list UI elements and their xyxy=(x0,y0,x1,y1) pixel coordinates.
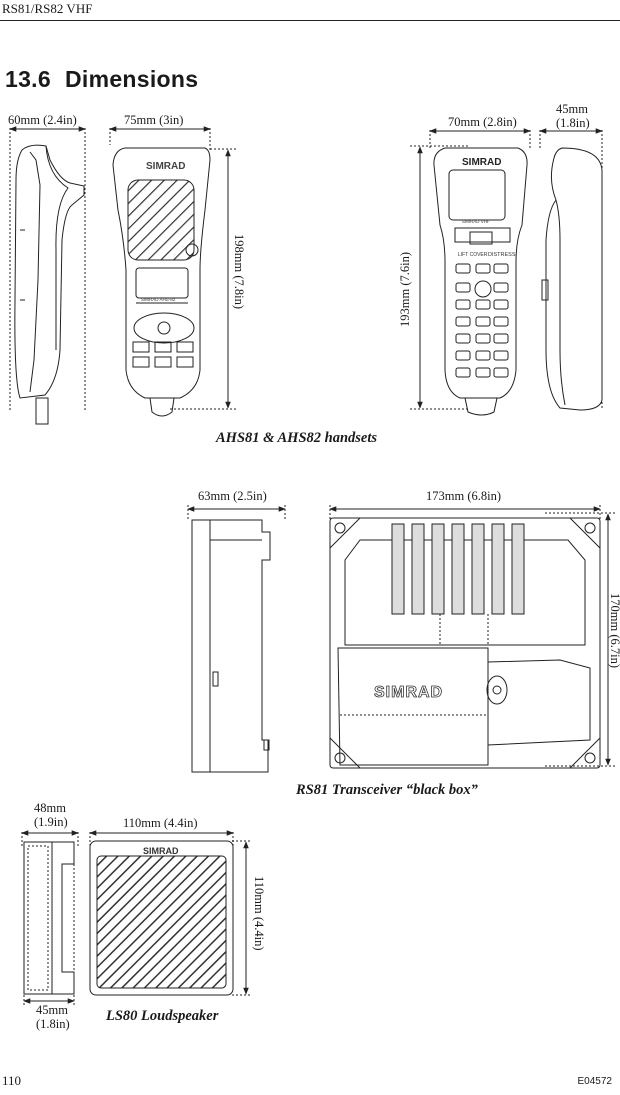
dim-loudspeaker-depth-top-a: 48mm xyxy=(34,801,66,815)
loudspeaker-brand-text: SIMRAD xyxy=(143,846,179,856)
transceiver-brand-text: SIMRAD xyxy=(374,684,443,701)
dim-handset-right-side-depth-b: (1.8in) xyxy=(556,116,590,130)
page-header: RS81/RS82 VHF xyxy=(0,0,620,21)
dim-loudspeaker-depth-bottom-a: 45mm xyxy=(36,1003,68,1017)
loudspeaker-front-view xyxy=(89,830,252,996)
dim-handset-right-front-width: 70mm (2.8in) xyxy=(448,115,517,129)
transceiver-front-view xyxy=(329,505,615,769)
transceiver-side-view xyxy=(187,505,286,773)
handset-right-side-view xyxy=(539,128,603,411)
loudspeaker-caption: LS80 Loudspeaker xyxy=(106,1008,219,1024)
handset-right-front-view xyxy=(410,128,531,416)
handset-left-model-text: SIMRAD AHS-82 xyxy=(141,297,176,302)
handset-left-brand-text: SIMRAD xyxy=(146,161,185,172)
handset-left-side-view xyxy=(9,126,86,425)
handsets-caption: AHS81 & AHS82 handsets xyxy=(216,430,378,446)
manual-title: RS81/RS82 VHF xyxy=(2,1,93,16)
loudspeaker-side-view xyxy=(21,830,79,1005)
handset-right-distress-text: DISTRESS xyxy=(488,252,516,258)
handset-right-lift-cover-text: LIFT COVER xyxy=(458,252,488,258)
dim-loudspeaker-width: 110mm (4.4in) xyxy=(123,816,198,830)
section-name: Dimensions xyxy=(64,66,199,92)
section-number: 13.6 xyxy=(5,66,51,92)
dim-loudspeaker-depth-bottom-b: (1.8in) xyxy=(36,1017,70,1031)
dim-transceiver-height: 170mm (6.7in) xyxy=(608,593,620,668)
dim-handset-height-right: 193mm (7.6in) xyxy=(398,252,412,327)
dim-transceiver-width: 173mm (6.8in) xyxy=(426,489,501,503)
dim-handset-front-width: 75mm (3in) xyxy=(124,113,184,127)
handset-left-front-view xyxy=(109,126,238,417)
dim-handset-side-depth: 60mm (2.4in) xyxy=(8,113,77,127)
handset-right-model-text: SIMRAD VHF xyxy=(462,219,490,224)
handset-right-brand-text: SIMRAD xyxy=(462,157,501,168)
transceiver-caption: RS81 Transceiver “black box” xyxy=(296,782,478,798)
section-title: 13.6 Dimensions xyxy=(5,66,198,93)
document-code: E04572 xyxy=(577,1076,612,1087)
page-number: 110 xyxy=(2,1073,22,1088)
dim-loudspeaker-depth-top-b: (1.9in) xyxy=(34,815,68,829)
dim-transceiver-depth: 63mm (2.5in) xyxy=(198,489,267,503)
dim-handset-right-side-depth-a: 45mm xyxy=(556,102,588,116)
dim-loudspeaker-height: 110mm (4.4in) xyxy=(252,876,266,951)
dim-handset-height-left: 198mm (7.8in) xyxy=(232,234,246,309)
